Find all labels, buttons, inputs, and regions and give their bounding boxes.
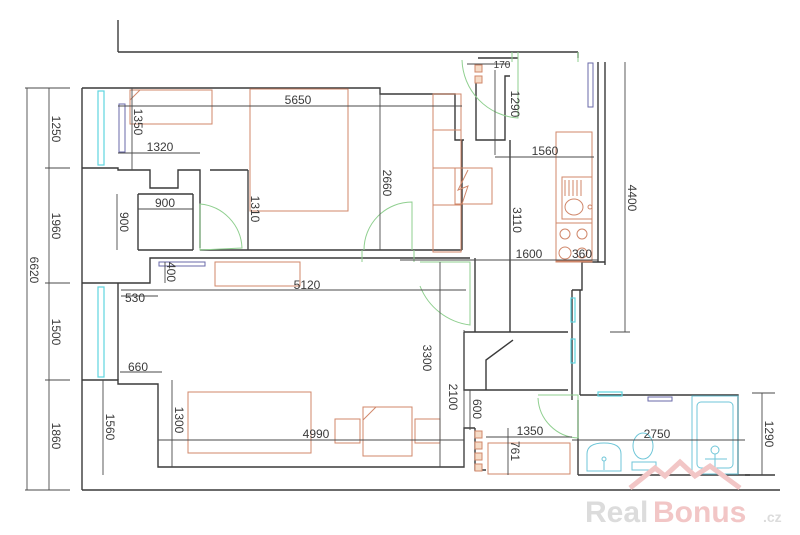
boiler [454,167,493,205]
dim-kitchen-height: 3110 [510,207,524,233]
kitchen-unit [555,131,593,263]
stove [555,222,593,262]
dim-kitchen-total-height: 4400 [625,185,639,212]
dim-bedroom-height: 2660 [380,170,394,197]
dim-left-3: 1500 [49,319,63,346]
vent [474,463,483,472]
window-kitchen [570,297,576,323]
kitchen-counter [432,93,462,253]
dim-living-height: 3300 [420,345,434,372]
furniture [129,88,593,475]
dining-table [362,406,413,457]
dim-left-4: 1860 [49,423,63,450]
dim-left-1: 1250 [49,116,63,143]
house-roof-icon [628,458,742,491]
door-bathroom [537,394,579,439]
dim-total-height: 6620 [27,257,41,284]
window-storage [570,338,576,364]
chair-right [414,418,441,444]
building-outline [81,20,780,491]
double-bed [249,88,349,212]
vent [474,75,483,84]
radiator-hall [158,261,206,267]
hall-cabinet [214,261,301,287]
dim-living-offset: 660 [128,360,148,374]
window-living [97,286,105,378]
dim-living-depth: 1300 [172,407,186,434]
door-bedroom [363,201,413,251]
radiators [118,62,673,402]
dimension-lines [25,62,775,491]
dim-hall-niche: 400 [164,262,178,282]
dim-kitchen-lower-width: 1600 [516,247,543,261]
window-bedroom [97,90,105,166]
dim-living-inner: 2100 [446,384,460,411]
watermark-real: Real [585,496,648,529]
watermark-bonus: Bonus [653,496,746,529]
dim-bathroom-width: 2750 [644,427,671,441]
dim-living-step: 600 [470,399,484,419]
vents [474,64,483,472]
dim-bedroom-width: 5650 [285,93,312,107]
sink [561,176,593,220]
dim-toilet-width: 1350 [517,424,544,438]
vent [474,452,483,461]
dim-living-window-side: 1560 [103,414,117,441]
radiator-kitchen [587,62,594,108]
watermark-suffix: .cz [763,509,782,525]
sofa [187,391,312,454]
dim-bedroom-wall-b: 1310 [248,196,262,223]
dimension-labels: 6620 1250 1960 1500 1860 5650 1350 1320 … [27,60,776,461]
toilet [632,432,654,460]
dim-hall-offset: 530 [125,291,145,305]
dim-hall-length: 5120 [294,278,321,292]
windows [97,90,623,397]
chair-left [334,418,361,444]
dim-wardrobe-depth: 900 [117,212,131,232]
bed-single [129,89,213,125]
washbasin [586,442,622,472]
dim-kitchen-door-depth: 1290 [508,91,522,118]
door-entrance [461,52,519,119]
bathtub [691,395,739,475]
dim-wardrobe-width: 900 [155,196,175,210]
vent [474,430,483,439]
dim-bathroom-depth: 1290 [762,421,776,448]
washing-counter [487,442,571,475]
doors [199,52,579,439]
dim-living-width: 4990 [303,427,330,441]
dim-kitchen-door-gap: 170 [494,60,511,71]
dim-kitchen-width: 1560 [532,144,559,158]
dim-kitchen-corner: 360 [572,247,592,261]
vent [474,441,483,450]
radiator-bathroom [647,396,673,402]
dim-bedroom-wall-a: 1320 [147,140,174,154]
dim-left-2: 1960 [49,213,63,240]
radiator-bedroom [118,103,126,153]
vent [474,64,483,73]
dim-bedroom-window-offset: 1350 [131,109,145,136]
dim-toilet-depth: 761 [508,441,522,461]
window-bathroom [597,391,623,397]
watermark-logo: Real Bonus .cz [585,458,782,529]
door-living [419,261,471,326]
door-wardrobe [199,203,243,251]
